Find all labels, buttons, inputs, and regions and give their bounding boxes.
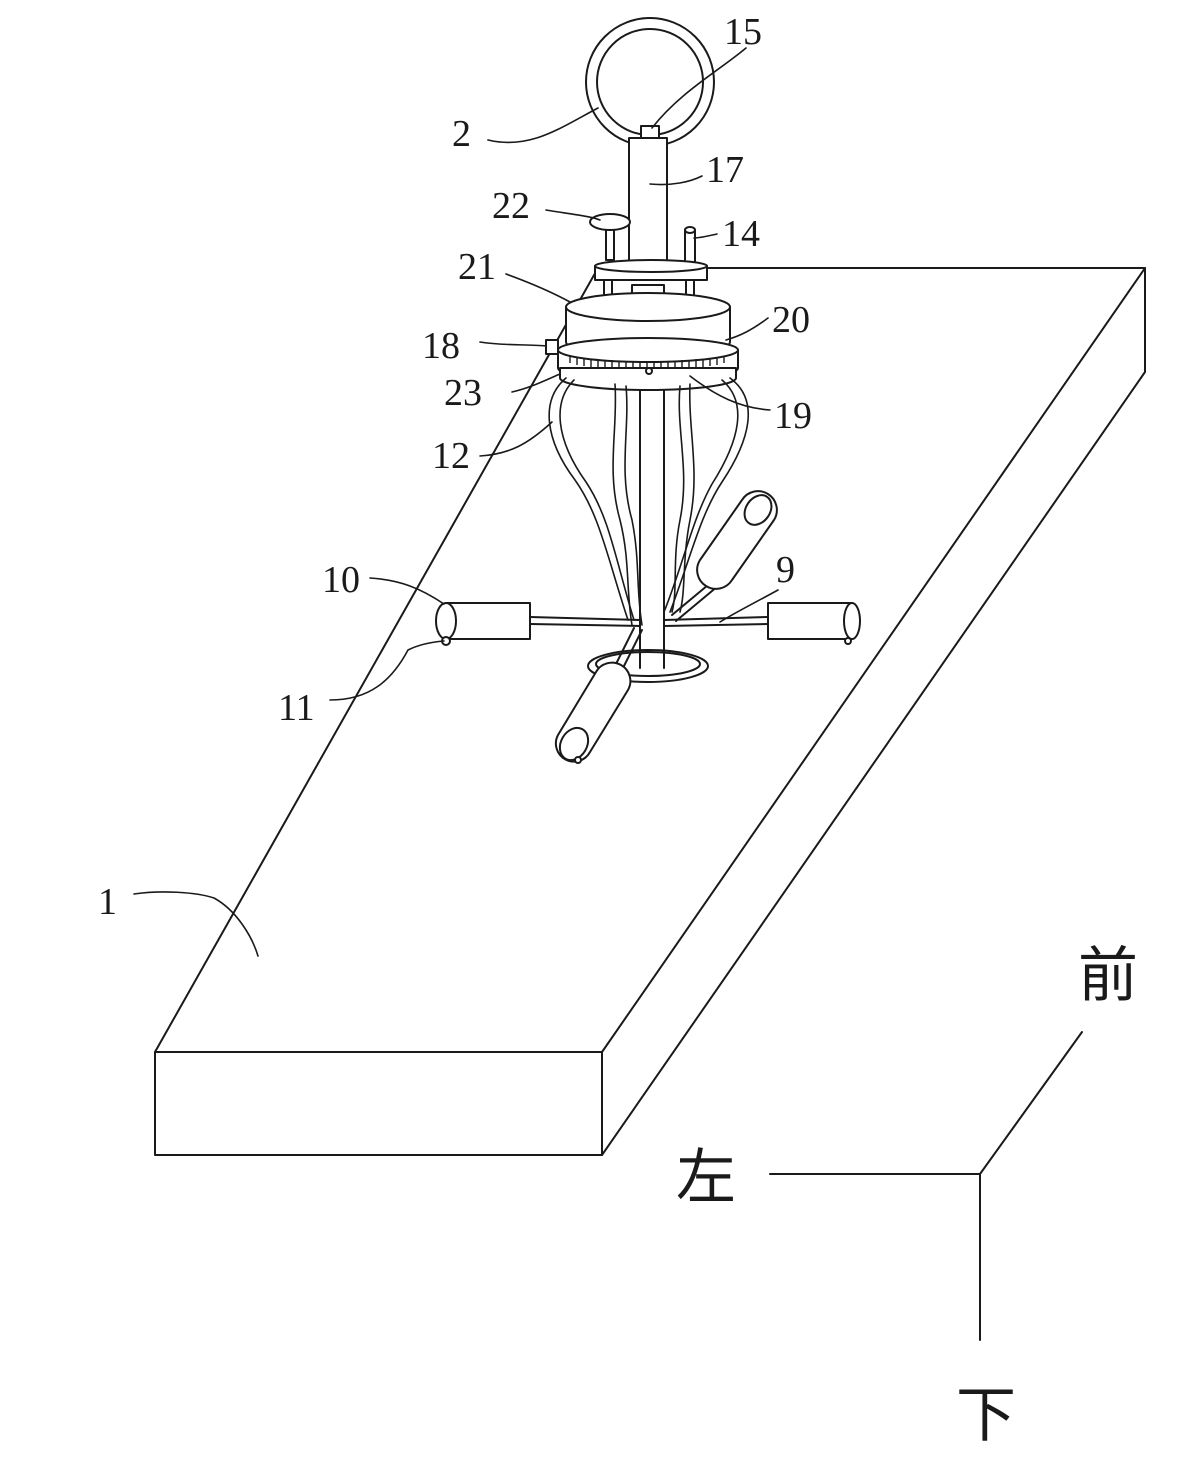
label-23: 23 xyxy=(444,372,482,414)
guide-pin xyxy=(685,227,695,264)
left-roller xyxy=(436,603,530,645)
label-18: 18 xyxy=(422,325,460,367)
label-14: 14 xyxy=(722,213,760,255)
label-21: 21 xyxy=(458,246,496,288)
reference-labels: 15 2 17 22 14 21 20 18 23 19 12 10 9 11 … xyxy=(98,11,812,923)
label-12: 12 xyxy=(432,435,470,477)
front-roller xyxy=(554,663,630,766)
label-2: 2 xyxy=(452,113,471,155)
label-15: 15 xyxy=(724,11,762,53)
label-1: 1 xyxy=(98,881,117,923)
label-20: 20 xyxy=(772,299,810,341)
direction-left: 左 xyxy=(676,1143,736,1213)
orientation-indicator: 前 左 下 xyxy=(676,941,1138,1451)
label-19: 19 xyxy=(774,395,812,437)
lower-shaft xyxy=(640,390,664,668)
direction-front: 前 xyxy=(1078,941,1138,1011)
label-11: 11 xyxy=(278,687,315,729)
label-9: 9 xyxy=(776,549,795,591)
right-roller xyxy=(768,603,860,644)
label-10: 10 xyxy=(322,559,360,601)
leader-lines xyxy=(134,48,778,956)
support-arms xyxy=(530,580,768,674)
label-22: 22 xyxy=(492,185,530,227)
label-17: 17 xyxy=(706,149,744,191)
adjust-knob xyxy=(590,214,630,260)
rotary-dial xyxy=(546,293,738,390)
direction-down: 下 xyxy=(956,1381,1016,1451)
